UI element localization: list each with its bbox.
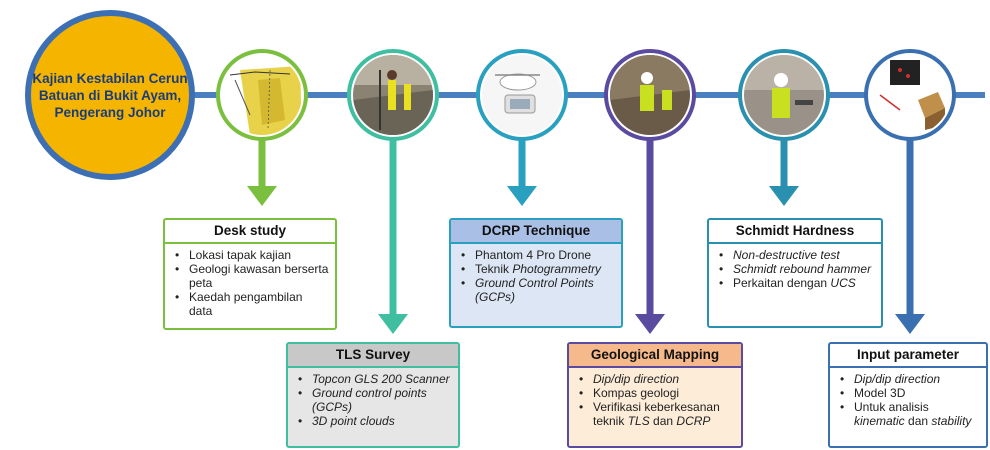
list-item-text: Dip/dip direction — [593, 372, 680, 386]
list-item-text: Untuk analisis — [854, 400, 929, 414]
input-parameter-box: Input parameter Dip/dip directionModel 3… — [828, 342, 988, 448]
list-item: Geologi kawasan berserta peta — [175, 262, 329, 290]
step-list: Phantom 4 Pro DroneTeknik Photogrammetry… — [451, 248, 621, 304]
list-item-text: Non-destructive test — [733, 248, 840, 262]
photo-input-parameter — [864, 49, 956, 141]
list-item: Kaedah pengambilan data — [175, 290, 329, 318]
list-item-text: DCRP — [676, 414, 711, 428]
list-item-text: Geologi kawasan berserta peta — [189, 262, 329, 290]
list-item: Dip/dip direction — [579, 372, 735, 386]
list-item: Ground Control Points (GCPs) — [461, 276, 615, 304]
list-item-text: Perkaitan dengan — [733, 276, 831, 290]
tls-survey-title: TLS Survey — [288, 344, 458, 368]
arrow-dcrp — [507, 140, 537, 206]
list-item: Verifikasi keberkesanan teknik TLS dan D… — [579, 400, 735, 428]
hub-circle — [25, 10, 195, 180]
list-item-text: Model 3D — [854, 386, 906, 400]
list-item-text: stability — [931, 414, 972, 428]
list-item-text: Verifikasi keberkesanan teknik — [593, 400, 720, 428]
list-item-text: Dip/dip direction — [854, 372, 941, 386]
step-list: Topcon GLS 200 ScannerGround control poi… — [288, 372, 458, 428]
step-list: Dip/dip directionKompas geologiVerifikas… — [569, 372, 741, 428]
list-item: Kompas geologi — [579, 386, 735, 400]
list-item-text: Ground control points (GCPs) — [312, 386, 427, 414]
list-item-text: dan — [904, 414, 932, 428]
list-item: Dip/dip direction — [840, 372, 980, 386]
arrow-tls-survey — [378, 140, 408, 334]
list-item-text: Lokasi tapak kajian — [189, 248, 292, 262]
geological-mapping-title: Geological Mapping — [569, 344, 741, 368]
tls-survey-box: TLS Survey Topcon GLS 200 ScannerGround … — [286, 342, 460, 448]
arrow-desk-study — [247, 140, 277, 206]
dcrp-box: DCRP Technique Phantom 4 Pro DroneTeknik… — [449, 218, 623, 328]
list-item: Perkaitan dengan UCS — [719, 276, 875, 290]
list-item: Lokasi tapak kajian — [175, 248, 329, 262]
list-item-text: UCS — [830, 276, 856, 290]
schmidt-hardness-box: Schmidt Hardness Non-destructive testSch… — [707, 218, 883, 328]
list-item-text: Photogrammetry — [512, 262, 602, 276]
list-item: Model 3D — [840, 386, 980, 400]
study-title: Kajian Kestabilan Cerun Batuan di Bukit … — [32, 70, 188, 120]
list-item-text: Teknik — [475, 262, 513, 276]
photo-desk-study — [216, 49, 308, 141]
photo-dcrp — [476, 49, 568, 141]
desk-study-box: Desk study Lokasi tapak kajianGeologi ka… — [163, 218, 337, 330]
list-item-text: dan — [649, 414, 677, 428]
photo-geological-mapping — [604, 49, 696, 141]
desk-study-title: Desk study — [165, 220, 335, 244]
list-item-text: Kompas geologi — [593, 386, 680, 400]
list-item: Phantom 4 Pro Drone — [461, 248, 615, 262]
list-item-text: 3D point clouds — [312, 414, 395, 428]
arrow-geological-mapping — [635, 140, 665, 334]
step-list: Lokasi tapak kajianGeologi kawasan berse… — [165, 248, 335, 318]
dcrp-title: DCRP Technique — [451, 220, 621, 244]
schmidt-hardness-title: Schmidt Hardness — [709, 220, 881, 244]
list-item: Ground control points (GCPs) — [298, 386, 452, 414]
list-item-text: TLS — [627, 414, 650, 428]
list-item: Non-destructive test — [719, 248, 875, 262]
geological-mapping-box: Geological Mapping Dip/dip directionKomp… — [567, 342, 743, 448]
input-parameter-title: Input parameter — [830, 344, 986, 368]
step-list: Dip/dip directionModel 3DUntuk analisis … — [830, 372, 986, 428]
list-item-text: Kaedah pengambilan data — [189, 290, 303, 318]
photo-schmidt — [738, 49, 830, 141]
list-item-text: Topcon GLS 200 Scanner — [312, 372, 450, 386]
list-item: Untuk analisis kinematic dan stability — [840, 400, 980, 428]
list-item-text: kinematic — [854, 414, 905, 428]
arrow-input-parameter — [895, 140, 925, 334]
list-item: Topcon GLS 200 Scanner — [298, 372, 452, 386]
list-item-text: Ground Control Points (GCPs) — [475, 276, 594, 304]
photo-tls-survey — [347, 49, 439, 141]
list-item-text: Phantom 4 Pro Drone — [475, 248, 592, 262]
step-list: Non-destructive testSchmidt rebound hamm… — [709, 248, 881, 290]
list-item: Teknik Photogrammetry — [461, 262, 615, 276]
list-item: 3D point clouds — [298, 414, 452, 428]
list-item-text: Schmidt rebound hammer — [733, 262, 872, 276]
arrow-schmidt — [769, 140, 799, 206]
list-item: Schmidt rebound hammer — [719, 262, 875, 276]
